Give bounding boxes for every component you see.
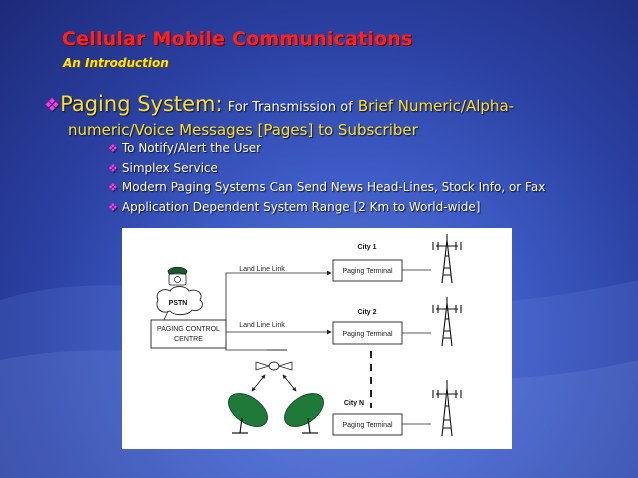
satellite-dish-icon: [284, 393, 324, 434]
paging-diagram: PSTN PAGING CONTROL CENTRE Land Line Lin…: [122, 228, 512, 449]
paging-terminal-box: [332, 259, 403, 282]
sub-bullet-item: ❖Modern Paging Systems Can Send News Hea…: [108, 180, 546, 194]
paging-control-centre-box: [150, 319, 227, 349]
sub-bullet-item: ❖To Notify/Alert the User: [108, 141, 262, 155]
diamond-bullet-icon: ❖: [108, 142, 118, 155]
satellite-dish-icon: [228, 393, 268, 434]
control-centre-label-1: PAGING CONTROL: [157, 326, 220, 333]
for-transmission-text: For Transmission of: [227, 100, 353, 115]
radio-tower-icon: [432, 297, 462, 347]
city-1-label: City 1: [357, 244, 376, 251]
pstn-label: PSTN: [169, 300, 188, 307]
diamond-bullet-icon: ❖: [108, 161, 118, 175]
sub-bullet-item: ❖Simplex Service: [108, 160, 218, 175]
main-bullet: ❖Paging System: For Transmission of Brie…: [44, 92, 624, 116]
land-line-link-label-2: Land Line Link: [239, 322, 285, 329]
radio-tower-icon: [432, 380, 462, 437]
diamond-bullet-icon: ❖: [108, 181, 118, 194]
slide-subtitle: An Introduction: [63, 56, 169, 70]
highlight-text-1: Brief Numeric/Alpha-: [357, 97, 515, 115]
diamond-bullet-icon: ❖: [108, 200, 118, 214]
pstn-cloud-icon: [156, 286, 203, 316]
paging-terminal-label: Paging Terminal: [342, 422, 393, 429]
satellite-icon: [255, 361, 293, 371]
paging-terminal-label: Paging Terminal: [342, 268, 393, 275]
sub-bullet-list: ❖To Notify/Alert the User ❖Simplex Servi…: [108, 141, 545, 219]
control-centre-label-2: CENTRE: [174, 336, 203, 343]
radio-tower-icon: [432, 234, 462, 284]
paging-terminal-box: [332, 413, 403, 436]
city-2-label: City 2: [357, 309, 376, 316]
sub-bullet-item: ❖Application Dependent System Range [2 K…: [108, 199, 481, 214]
paging-terminal-label: Paging Terminal: [342, 331, 393, 338]
telephone-icon: [167, 266, 188, 286]
diamond-bullet-icon: ❖: [44, 95, 61, 116]
highlight-text-2: numeric/Voice Messages [Pages] to Subscr…: [68, 121, 418, 139]
land-line-link-label-1: Land Line Link: [239, 266, 285, 273]
paging-system-label: Paging System:: [60, 92, 223, 116]
city-n-label: City N: [344, 400, 364, 407]
slide-title: Cellular Mobile Communications: [62, 28, 413, 50]
